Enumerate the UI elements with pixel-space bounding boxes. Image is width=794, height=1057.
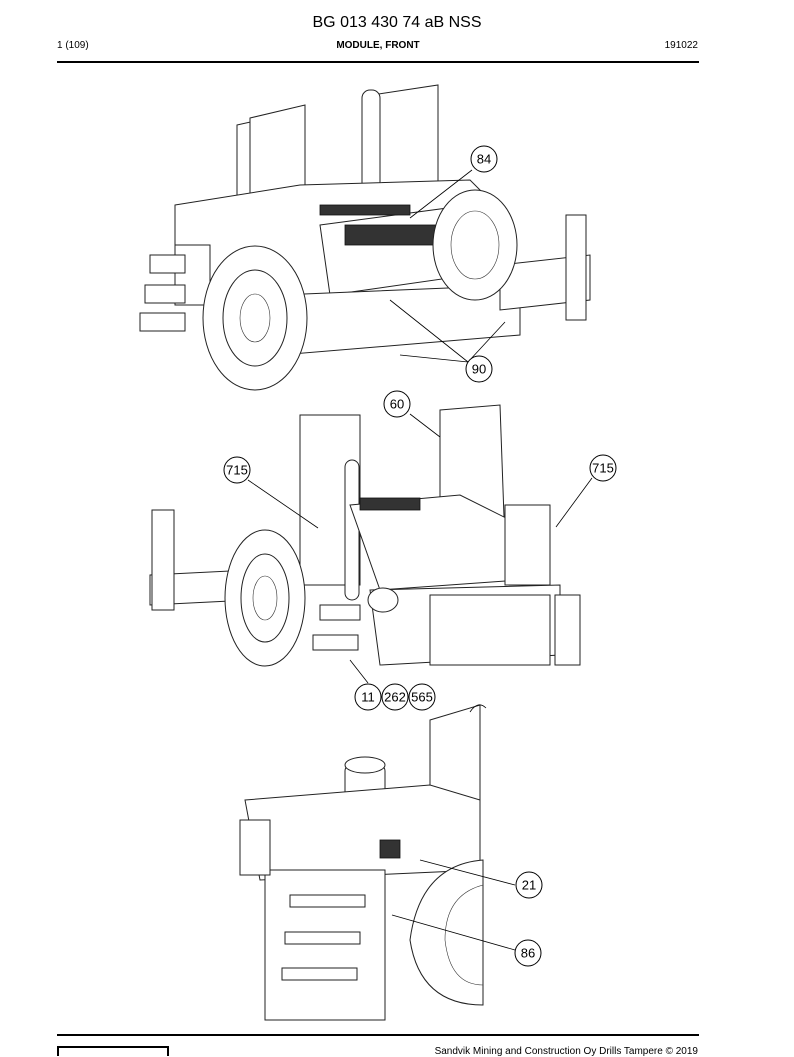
- callout-715-right: 715: [589, 454, 617, 482]
- svg-text:90: 90: [472, 362, 486, 377]
- svg-text:715: 715: [592, 461, 614, 476]
- callout-262: 262: [381, 683, 409, 711]
- svg-text:21: 21: [522, 878, 536, 893]
- svg-text:86: 86: [521, 946, 535, 961]
- callout-21: 21: [515, 871, 543, 899]
- header-rule: [57, 61, 699, 63]
- svg-text:11: 11: [361, 690, 375, 705]
- callout-715-left: 715: [223, 456, 251, 484]
- callout-86: 86: [514, 939, 542, 967]
- svg-text:84: 84: [477, 152, 491, 167]
- callout-60: 60: [383, 390, 411, 418]
- brand-logo: [57, 1046, 169, 1056]
- document-title: BG 013 430 74 aB NSS: [312, 14, 482, 31]
- callout-11: 11: [354, 683, 382, 711]
- svg-text:262: 262: [384, 690, 406, 705]
- page-number: 1 (109): [57, 40, 89, 51]
- drawing-front-module-front-view: [149, 404, 593, 684]
- callout-565: 565: [408, 683, 436, 711]
- document-code: 191022: [664, 40, 698, 51]
- svg-text:60: 60: [390, 397, 404, 412]
- footer-rule: [57, 1034, 699, 1036]
- footer-copyright: Sandvik Mining and Construction Oy Drill…: [434, 1046, 698, 1057]
- callout-84: 84: [470, 145, 498, 173]
- section-title: MODULE, FRONT: [336, 40, 420, 51]
- svg-text:715: 715: [226, 463, 248, 478]
- drawing-front-module-rear-view: [139, 84, 591, 391]
- drawing-front-module-detail-view: [239, 704, 516, 1021]
- callout-90: 90: [465, 355, 493, 383]
- svg-text:565: 565: [411, 690, 433, 705]
